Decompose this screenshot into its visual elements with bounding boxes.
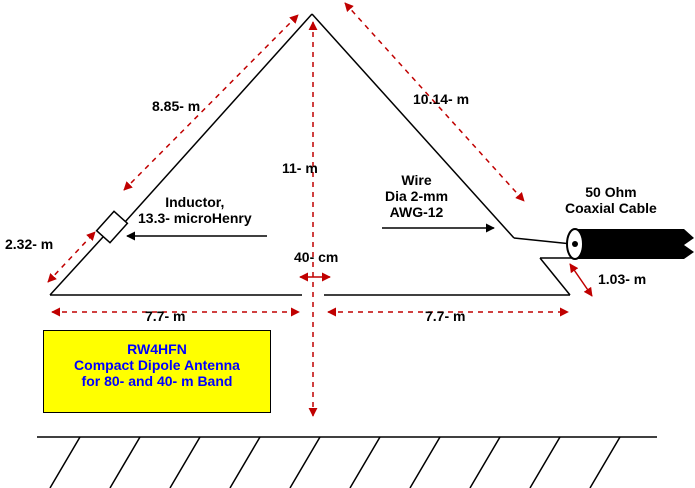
dim-left-upper-wire [123,14,299,191]
inductor [95,210,129,244]
dim-left-lower-wire [47,231,96,283]
label-height: 11- m [282,160,318,176]
ground-hatching [49,436,621,488]
title-line2: Compact Dipole Antenna [74,357,240,373]
label-inductor: Inductor, 13.3- microHenry [138,194,252,226]
label-inductor-line2: 13.3- microHenry [138,210,252,226]
label-coax-line2: Coaxial Cable [565,200,657,216]
title-box: RW4HFN Compact Dipole Antenna for 80- an… [43,330,271,413]
dim-right-upper-wire [344,2,525,202]
right-short-wire [539,257,571,296]
label-inductor-line1: Inductor, [165,194,225,210]
label-right-upper-wire: 10.14- m [413,91,470,107]
label-coax: 50 Ohm Coaxial Cable [565,184,657,216]
label-wire-line1: Wire [401,172,432,188]
label-wire-line3: AWG-12 [389,204,444,220]
label-left-base: 7.7- m [145,308,186,324]
title-line3: for 80- and 40- m Band [81,373,233,389]
coaxial-cable [566,228,694,260]
dim-right-short-wire [569,263,593,297]
title-line1: RW4HFN [127,341,187,357]
feed-wire-top [513,237,573,245]
ground [37,436,657,488]
label-right-short-wire: 1.03- m [598,271,647,287]
label-left-upper-wire: 8.85- m [152,98,201,114]
label-gap: 40- cm [294,249,339,265]
left-upper-wire [124,13,313,223]
label-left-lower-wire: 2.32- m [5,236,54,252]
label-wire: Wire Dia 2-mm AWG-12 [385,172,448,220]
dimension-arrows [47,2,593,417]
callout-arrows [126,223,495,241]
label-wire-line2: Dia 2-mm [385,188,449,204]
left-lower-wire [49,236,104,296]
label-right-base: 7.7- m [425,308,466,324]
label-coax-line1: 50 Ohm [585,184,637,200]
